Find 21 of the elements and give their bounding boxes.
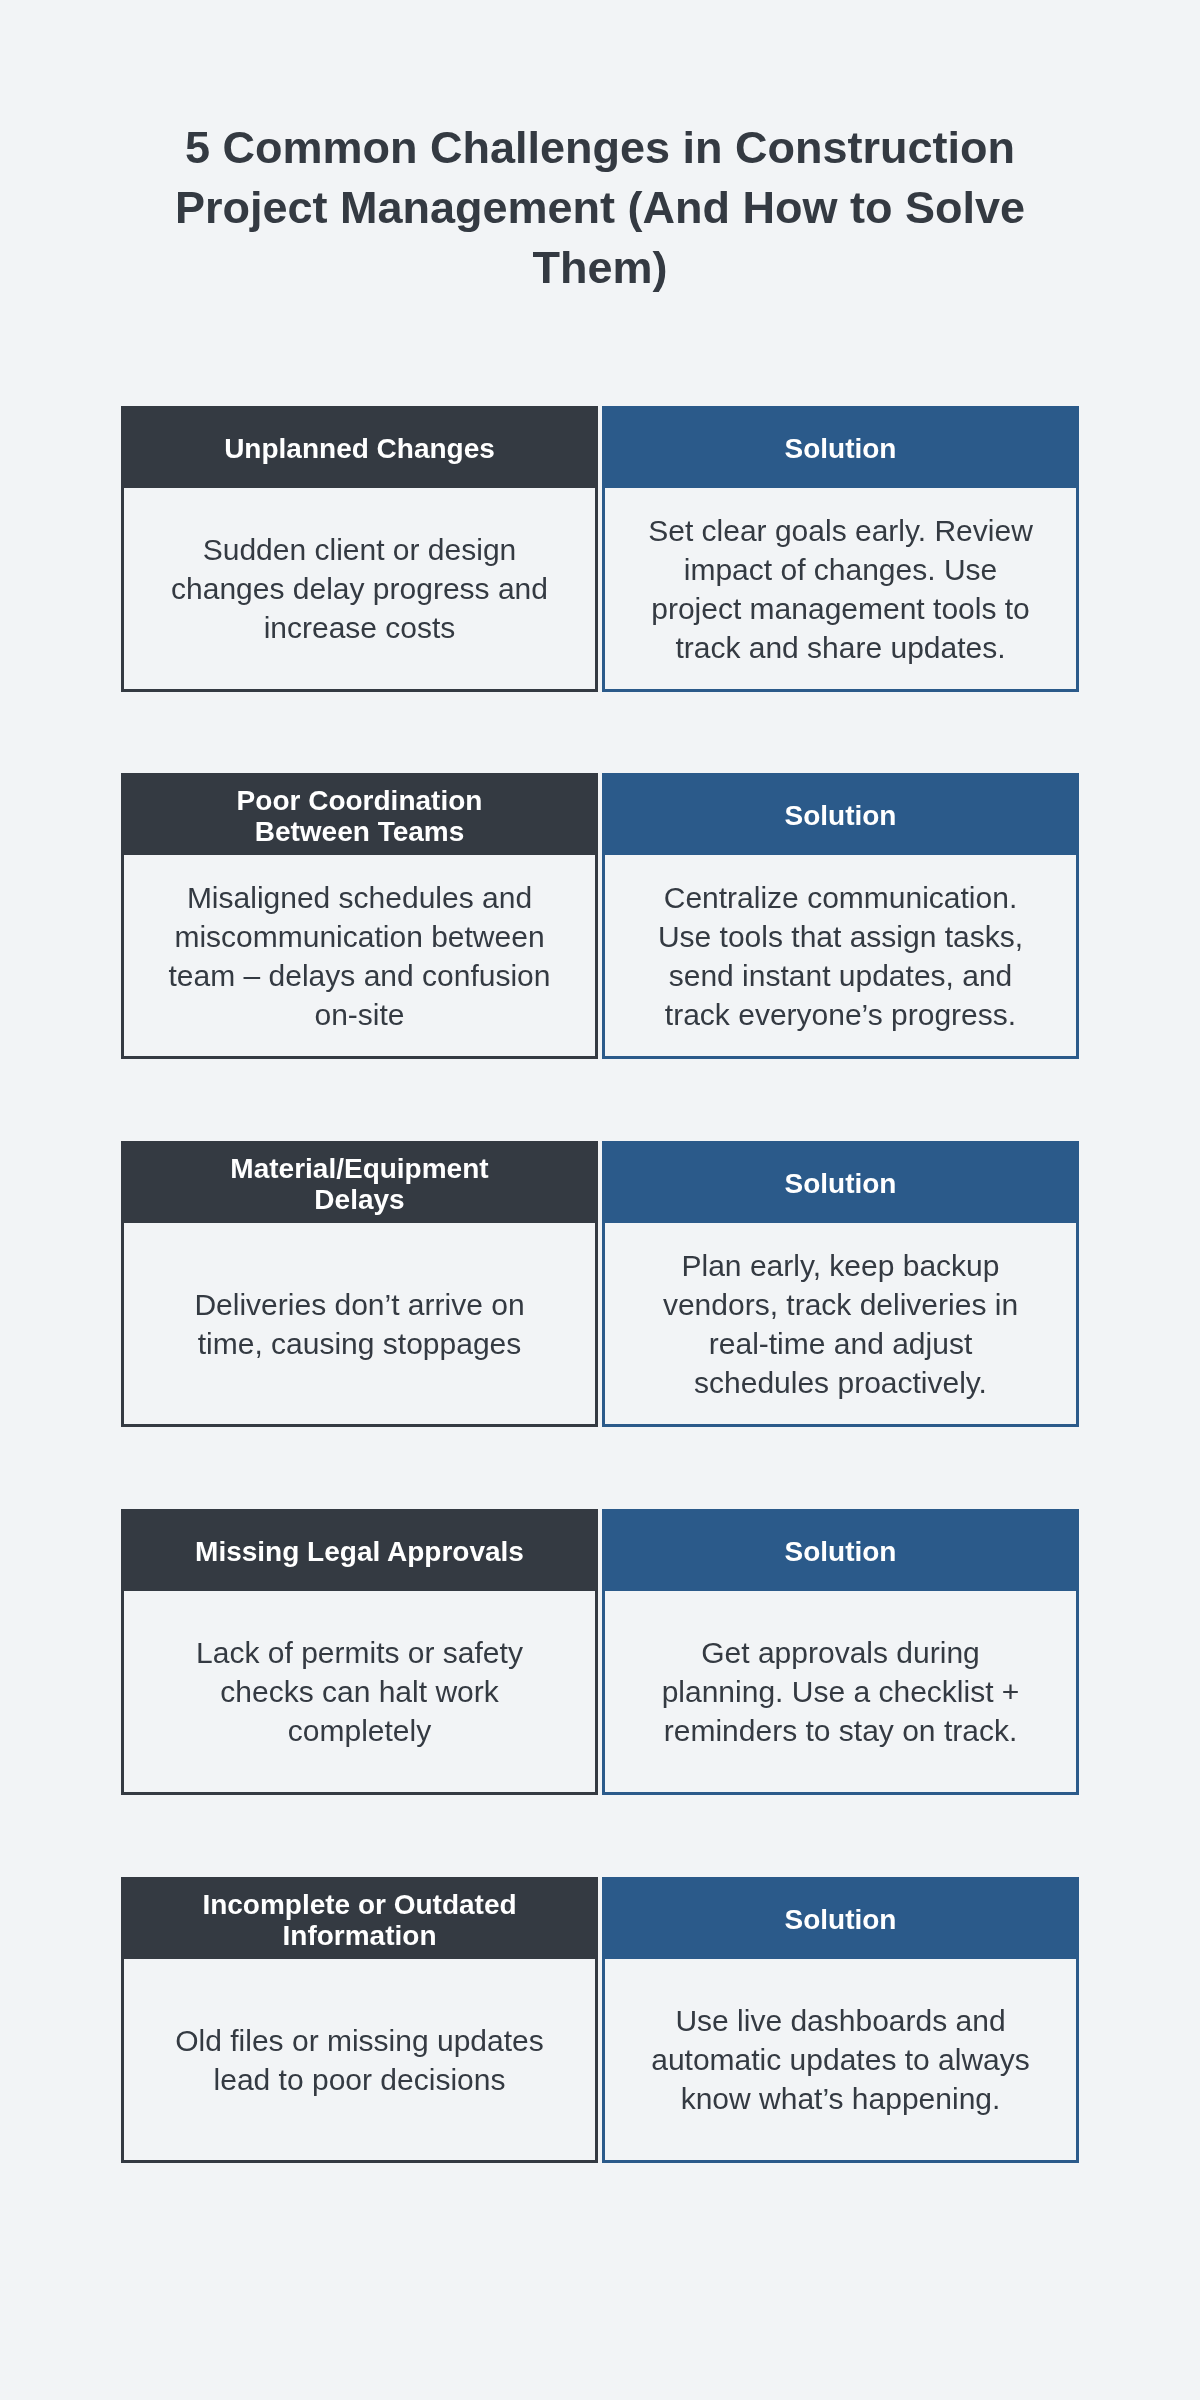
- challenge-card: [121, 1877, 598, 2163]
- solution-card: [602, 1877, 1079, 2163]
- solution-card: [602, 406, 1079, 692]
- challenge-heading: Material/Equipment Delays: [124, 1144, 595, 1223]
- challenge-heading: Incomplete or Outdated Information: [124, 1880, 595, 1959]
- challenge-heading: Unplanned Changes: [124, 409, 595, 488]
- solution-heading: Solution: [605, 776, 1076, 855]
- challenge-card: [121, 406, 598, 692]
- solution-card: [602, 1509, 1079, 1795]
- challenge-card: [121, 1509, 598, 1795]
- solution-heading: Solution: [605, 1144, 1076, 1223]
- title: 5 Common Challenges in Construction Project Management (And How to Solve Them): [173, 121, 1027, 295]
- challenge-heading: Missing Legal Approvals: [124, 1512, 595, 1591]
- challenge-heading: Poor Coordination Between Teams: [124, 776, 595, 855]
- challenge-card: [121, 773, 598, 1059]
- challenge-card: [121, 1141, 598, 1427]
- solution-heading: Solution: [605, 1880, 1076, 1959]
- solution-heading: Solution: [605, 409, 1076, 488]
- solution-heading: Solution: [605, 1512, 1076, 1591]
- solution-card: [602, 1141, 1079, 1427]
- solution-card: [602, 773, 1079, 1059]
